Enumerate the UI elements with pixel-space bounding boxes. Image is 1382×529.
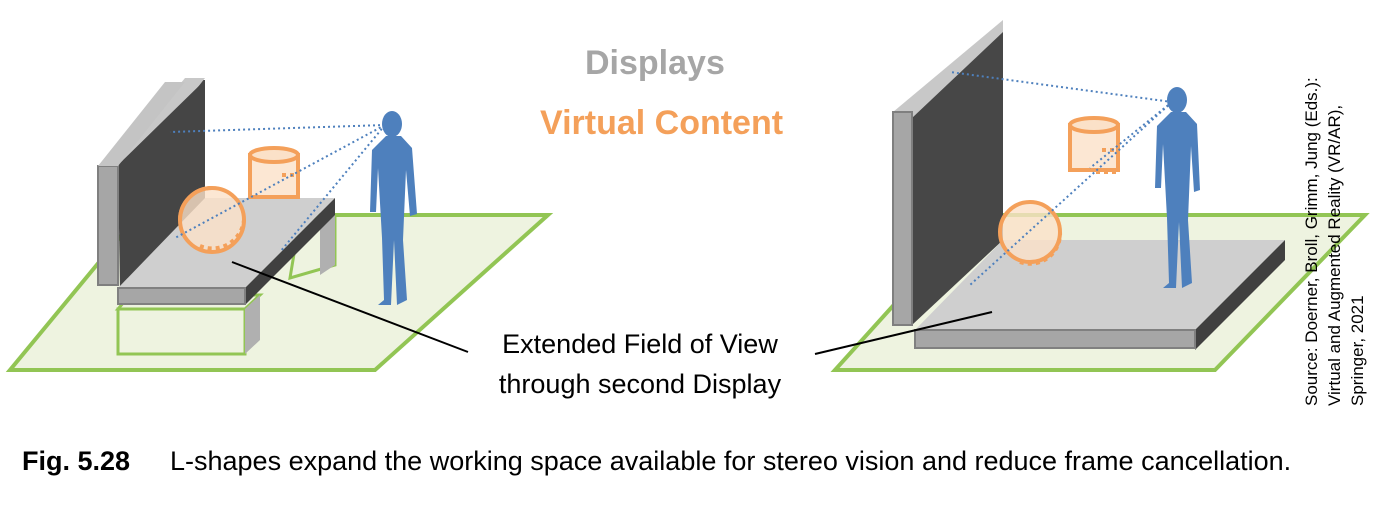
legend-displays: Displays bbox=[585, 44, 725, 82]
callout-pointers bbox=[231, 261, 993, 355]
person-icon bbox=[1155, 87, 1200, 288]
person-icon bbox=[370, 111, 417, 305]
right-floor-display bbox=[914, 240, 1285, 350]
cylinder-icon bbox=[248, 146, 300, 199]
figure-label: Fig. 5.28 bbox=[22, 446, 131, 476]
cylinder-icon bbox=[1068, 116, 1120, 174]
figure-caption: Fig. 5.28 L-shapes expand the working sp… bbox=[22, 442, 1362, 480]
diagram-scene bbox=[5, 20, 1370, 372]
callout-line-1: Extended Field of View bbox=[502, 329, 778, 359]
legend-virtual-content: Virtual Content bbox=[540, 104, 784, 142]
right-sight-lines bbox=[949, 71, 1173, 286]
source-line-2: Virtual and Augmented Reality (VR/AR), bbox=[1325, 104, 1344, 406]
sphere-icon bbox=[998, 200, 1063, 266]
left-virtual-content bbox=[178, 146, 300, 254]
source-line-1: Source: Doerner, Broll, Grimm, Jung (Eds… bbox=[1302, 77, 1321, 406]
left-scene bbox=[5, 78, 554, 372]
right-wall-display bbox=[892, 20, 1003, 326]
callout-label: Extended Field of View through second Di… bbox=[470, 324, 810, 404]
right-scene bbox=[830, 20, 1370, 372]
callout-line-2: through second Display bbox=[498, 369, 782, 399]
caption-text: L-shapes expand the working space availa… bbox=[170, 446, 1292, 476]
source-line-3: Springer, 2021 bbox=[1348, 295, 1367, 406]
sphere-icon bbox=[178, 186, 246, 254]
left-sight-lines bbox=[169, 124, 386, 253]
source-note: Source: Doerner, Broll, Grimm, Jung (Eds… bbox=[1300, 0, 1369, 406]
